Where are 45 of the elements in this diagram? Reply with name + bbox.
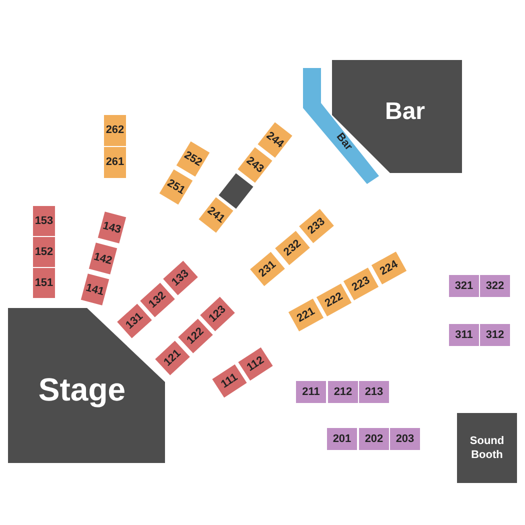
seat-section: 202 [359, 428, 389, 450]
seat-section: 122 [178, 318, 212, 354]
seat-section: 241 [198, 197, 234, 233]
seat-section: 203 [390, 428, 420, 450]
seat-section: 211 [296, 381, 326, 403]
seat-section: 133 [162, 260, 198, 296]
seat-section: 123 [200, 296, 234, 332]
seat-section: 212 [328, 381, 358, 403]
seat-section: 321 [449, 275, 479, 297]
seat-section: 152 [33, 237, 55, 267]
bar-area [332, 60, 462, 173]
seat-section: 322 [480, 275, 510, 297]
sound-booth: Sound Booth [457, 413, 517, 483]
seat-section: 261 [104, 146, 126, 178]
stage-area [8, 308, 165, 463]
seat-section: 142 [88, 242, 118, 274]
seat-section: 312 [480, 324, 510, 346]
seat-section: 112 [238, 347, 272, 381]
bar-counter-label: Bar [333, 130, 355, 154]
bar-label: Bar [384, 98, 426, 126]
seat-section: 151 [33, 268, 55, 298]
seat-section: 141 [80, 273, 110, 305]
seat-section: 231 [250, 252, 284, 286]
seat-section: 111 [212, 364, 246, 398]
seat-section: 213 [359, 381, 389, 403]
seat-section: 131 [116, 304, 152, 338]
seat-section: 262 [104, 114, 126, 146]
seat-section: 153 [33, 206, 55, 236]
seat-section: 121 [154, 340, 190, 376]
seat-section: 224 [371, 252, 407, 284]
seat-section: 252 [176, 141, 210, 177]
seat-section: 132 [140, 282, 174, 318]
seat-section: 232 [274, 230, 310, 266]
seat-section: 222 [316, 284, 352, 316]
seat-section: 221 [288, 298, 324, 332]
seat-section: 251 [159, 169, 193, 205]
seat-section: 143 [98, 211, 126, 243]
seat-section: 244 [258, 122, 292, 158]
seat-section: 201 [327, 428, 357, 450]
seat-section: 311 [449, 324, 479, 346]
bar-counter [303, 68, 380, 185]
seat-section: 243 [238, 147, 272, 183]
seat-section: 223 [343, 268, 379, 300]
stage-label: Stage [38, 372, 126, 408]
seat-section: 233 [298, 208, 334, 244]
